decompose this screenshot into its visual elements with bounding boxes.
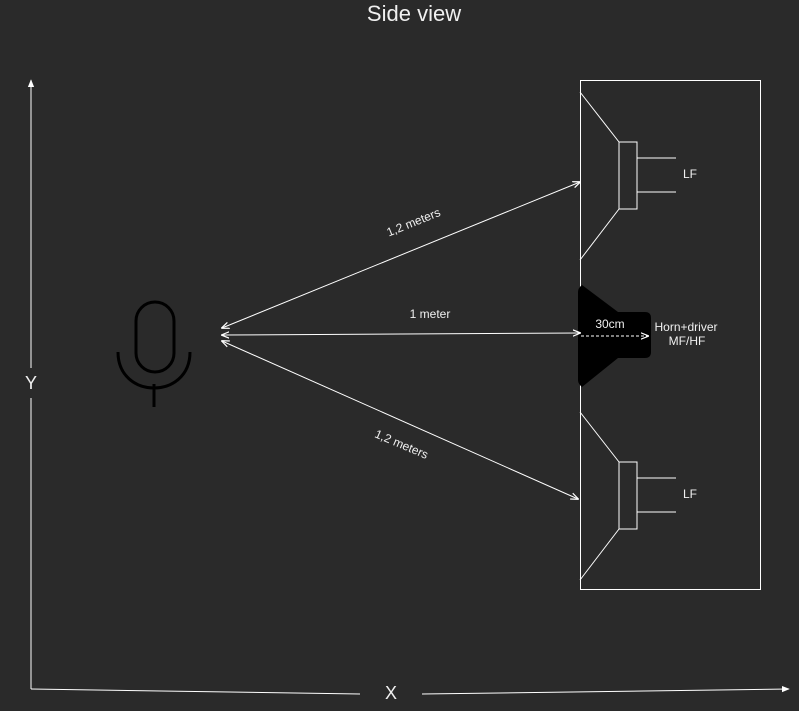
upper-distance-arrow bbox=[222, 182, 580, 328]
horn-driver-shape bbox=[578, 285, 651, 387]
middle-distance-arrow bbox=[222, 333, 580, 335]
x-axis-label: X bbox=[385, 683, 397, 703]
x-axis-left bbox=[30, 688, 361, 695]
lower-distance-arrow bbox=[222, 341, 578, 499]
lower-distance-label: 1,2 meters bbox=[373, 427, 431, 462]
lower-lf-label: LF bbox=[683, 487, 697, 501]
lower-lf-driver bbox=[579, 411, 676, 581]
horn-depth-label: 30cm bbox=[595, 317, 624, 331]
upper-lf-label: LF bbox=[683, 167, 697, 181]
diagram-title: Side view bbox=[367, 1, 461, 26]
y-label-bg bbox=[18, 368, 44, 398]
x-axis-right bbox=[421, 685, 790, 695]
upper-lf-driver bbox=[579, 91, 676, 261]
middle-distance-label: 1 meter bbox=[410, 307, 451, 321]
horn-label-line2: MF/HF bbox=[669, 334, 706, 348]
upper-distance-label: 1,2 meters bbox=[385, 205, 443, 239]
y-axis-label: Y bbox=[25, 373, 37, 393]
horn-label-line1: Horn+driver bbox=[654, 320, 717, 334]
microphone-icon bbox=[116, 300, 192, 407]
